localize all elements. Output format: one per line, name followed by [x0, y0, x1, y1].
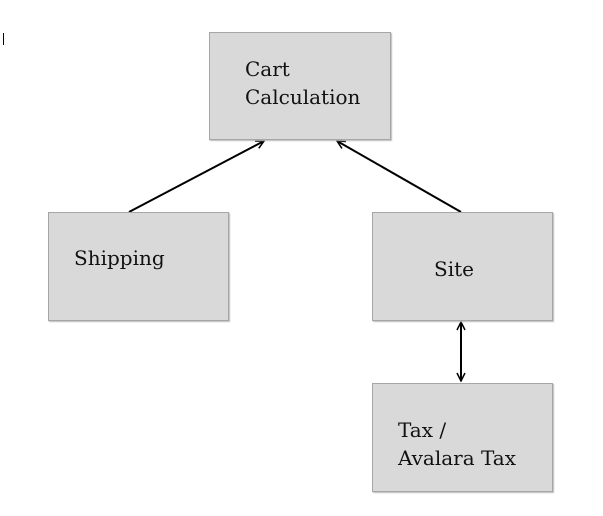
node-cart-calculation: Cart Calculation [209, 32, 391, 140]
node-tax: Tax / Avalara Tax [372, 383, 553, 492]
site-label: Site [434, 257, 474, 281]
text-cursor [3, 33, 4, 45]
shipping-label: Shipping [74, 246, 165, 270]
edge-site-to-cart [337, 140, 462, 213]
node-shipping: Shipping [48, 212, 229, 321]
node-site: Site [372, 212, 553, 321]
cart-line1: Cart [245, 57, 290, 81]
tax-line1: Tax / [398, 418, 447, 442]
cart-line2: Calculation [245, 85, 361, 109]
edge-shipping-to-cart [128, 140, 264, 213]
tax-line2: Avalara Tax [398, 446, 517, 470]
